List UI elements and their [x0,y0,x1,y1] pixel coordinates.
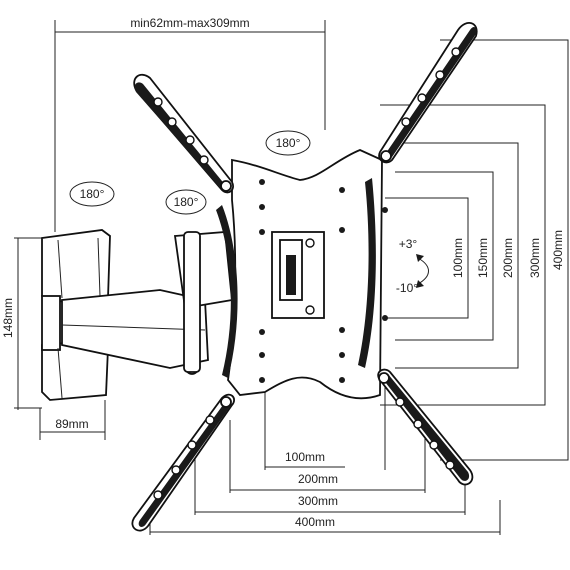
tilt-up-label: +3° [399,237,418,251]
vesa-vertical-dimensions: 100mm 150mm 200mm 300mm 400mm [380,39,569,461]
vesa-v-150-label: 150mm [476,238,490,278]
swivel-indicator-arm: 180° [165,189,207,215]
depth-range-label: min62mm-max309mm [130,16,249,30]
vesa-v-300-label: 300mm [528,238,542,278]
vesa-h-300-label: 300mm [298,494,338,508]
vesa-mounting-plate [216,149,383,400]
swivel-indicator-plate: 180° [265,130,311,156]
vesa-h-100-label: 100mm [285,450,325,464]
wall-plate-width-label: 89mm [55,417,88,431]
swivel-indicator-wall: 180° [69,181,115,207]
wall-plate-dimensions: 148mm 89mm [1,237,106,440]
vesa-hole-grid [259,179,388,383]
vesa-v-100-label: 100mm [451,238,465,278]
vesa-horizontal-dimensions: 100mm 200mm 300mm 400mm [149,380,501,535]
vesa-h-200-label: 200mm [298,472,338,486]
bracket-top-left [133,73,234,194]
swivel-plate-label: 180° [276,136,301,150]
depth-dimension: min62mm-max309mm [54,16,326,232]
tilt-indicator: +3° -10° [396,237,429,295]
vesa-v-200-label: 200mm [501,238,515,278]
swivel-wall-label: 180° [80,187,105,201]
bracket-top-right [378,22,478,164]
vesa-h-400-label: 400mm [295,515,335,529]
bracket-bottom-right [377,368,474,486]
tilt-down-label: -10° [396,281,418,295]
vesa-v-400-label: 400mm [551,230,565,270]
swivel-arm-label: 180° [174,195,199,209]
bracket-bottom-left [131,393,235,532]
swing-arms [61,231,233,375]
wall-plate-height-label: 148mm [1,298,15,338]
